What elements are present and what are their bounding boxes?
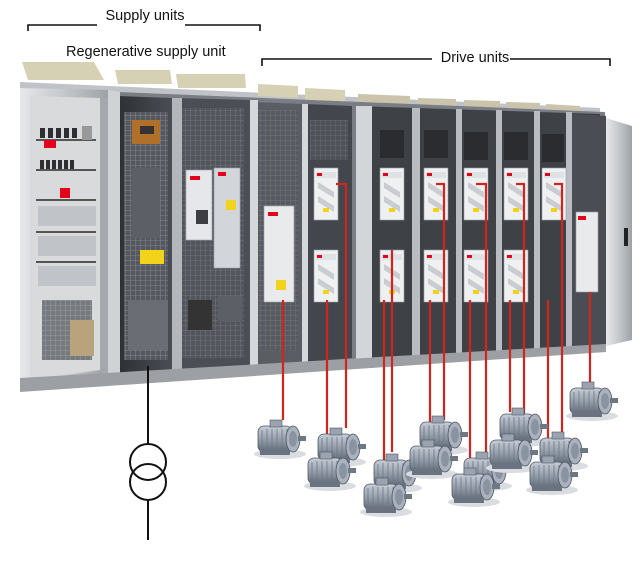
drive-cabinet-1	[250, 100, 302, 368]
electric-motor-icon	[565, 381, 619, 422]
drive-units-bracket	[261, 58, 611, 66]
transformer-symbol	[129, 366, 167, 540]
motors	[253, 381, 619, 518]
drive-cabinets-multi	[356, 106, 600, 362]
regenerative-supply-cabinet	[108, 90, 172, 386]
regenerative-supply-unit-label: Regenerative supply unit	[66, 44, 226, 60]
supply-cabinet-3	[172, 98, 250, 376]
drive-units-label: Drive units	[440, 50, 510, 66]
supply-units-label: Supply units	[105, 8, 185, 24]
cabinet-lineup	[20, 62, 632, 392]
drive-cabinet-2	[302, 104, 352, 364]
electric-motor-icon	[253, 419, 307, 460]
motor-cables	[281, 182, 592, 470]
supply-units-bracket	[27, 24, 261, 31]
supply-cabinet-1	[20, 88, 116, 388]
drive-cabinet-right	[572, 114, 632, 348]
